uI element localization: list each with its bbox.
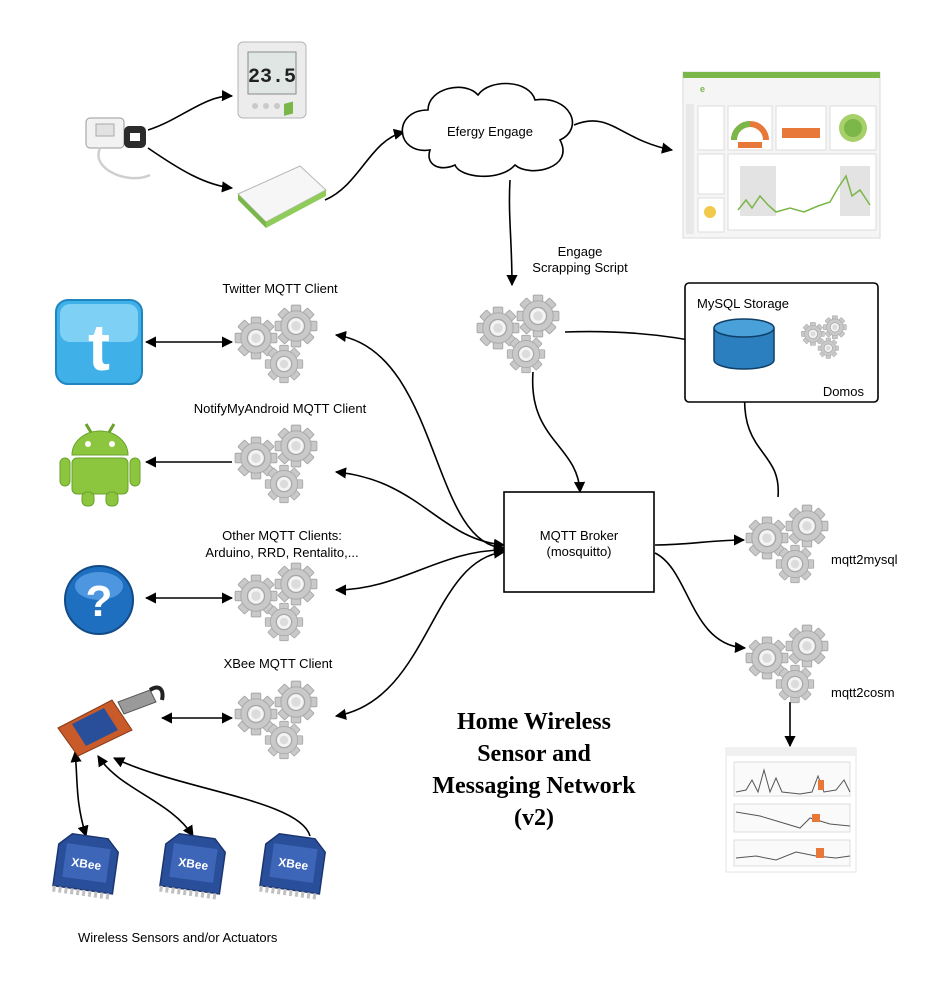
mqtt2cosm-gears-icon: [746, 625, 828, 703]
nma-client-label: NotifyMyAndroid MQTT Client: [194, 401, 367, 416]
efergy-engage-label: Efergy Engage: [447, 124, 533, 139]
xbee-client-label: XBee MQTT Client: [224, 656, 333, 671]
other-clients-gears-icon: [235, 563, 317, 641]
twitter-client-gears-icon: [235, 305, 317, 383]
edge-broker-to-mqtt2mysql: [654, 534, 746, 546]
edges: [70, 90, 796, 838]
edge-cloud-to-script: [506, 179, 518, 287]
edge-sensor2: [97, 755, 194, 837]
engage-logo-icon: e: [700, 84, 705, 94]
svg-text:t: t: [88, 310, 110, 384]
other-clients-label-1: Other MQTT Clients:: [222, 528, 342, 543]
edge-sensor1: [70, 750, 89, 838]
title-line-4: (v2): [514, 805, 554, 831]
xbee-sensor-icon: [51, 831, 121, 901]
efergy-dashboard-screenshot: e: [682, 71, 881, 239]
efergy-engage-cloud: Efergy Engage: [401, 82, 574, 178]
twitter-icon: t: [55, 299, 143, 385]
edge-hub-to-cloud: [324, 128, 406, 201]
edge-broker-nma-client: [334, 467, 506, 550]
database-icon: [713, 318, 775, 370]
xbee-sensor-icon: [158, 831, 228, 901]
edge-script-to-broker: [531, 371, 586, 494]
svg-text:?: ?: [86, 577, 113, 626]
domos-label: Domos: [823, 384, 865, 399]
edge-sensor3: [112, 757, 311, 837]
mqtt-broker-box: MQTT Broker (mosquitto): [503, 491, 655, 593]
engage-scrapping-script: Engage Scrapping Script: [477, 244, 628, 373]
xbee-explorer-board-icon: [57, 685, 165, 757]
engage-script-label-1: Engage: [558, 244, 603, 259]
edge-cloud-to-dashboard: [573, 120, 674, 154]
mysql-storage-box: MySQL Storage Domos: [684, 282, 879, 403]
engage-script-label-2: Scrapping Script: [532, 260, 628, 275]
efergy-hub-icon: [237, 101, 327, 228]
edge-broker-to-mqtt2cosm: [654, 552, 747, 654]
sensors-label: Wireless Sensors and/or Actuators: [78, 930, 278, 945]
android-icon: [59, 423, 141, 507]
cosm-dashboard-screenshot: [725, 747, 857, 873]
edge-broker-twitter-client: [334, 330, 506, 554]
energy-display-icon: 23.5: [237, 41, 307, 119]
title-line-1: Home Wireless: [457, 709, 611, 735]
mqtt2mysql-label: mqtt2mysql: [831, 552, 898, 567]
broker-label-2: (mosquitto): [546, 544, 611, 559]
other-clients-label-2: Arduino, RRD, Rentalito,...: [205, 545, 358, 560]
engage-script-gears-icon: [477, 295, 559, 373]
nma-client-gears-icon: [235, 425, 317, 503]
edge-clamp-to-hub: [147, 147, 234, 193]
edge-broker-other-clients: [334, 544, 506, 596]
mysql-storage-label: MySQL Storage: [697, 296, 789, 311]
mqtt2mysql-gears-icon: [746, 505, 828, 583]
mqtt2cosm-label: mqtt2cosm: [831, 685, 895, 700]
edge-broker-xbee-client: [334, 547, 506, 720]
xbee-sensor-icon: [258, 831, 328, 901]
current-clamp-sensor-icon: [85, 117, 151, 180]
display-reading: 23.5: [248, 66, 296, 89]
twitter-client-label: Twitter MQTT Client: [222, 281, 338, 296]
question-mark-icon: ?: [64, 565, 134, 635]
edge-clamp-to-display: [147, 90, 234, 131]
title-line-3: Messaging Network: [432, 773, 636, 799]
edge-mqtt2mysql-to-mysql: [738, 388, 779, 498]
broker-label-1: MQTT Broker: [540, 528, 619, 543]
xbee-client-gears-icon: [235, 681, 317, 759]
title-line-2: Sensor and: [477, 741, 591, 767]
diagram-title: Home Wireless Sensor and Messaging Netwo…: [432, 709, 636, 831]
